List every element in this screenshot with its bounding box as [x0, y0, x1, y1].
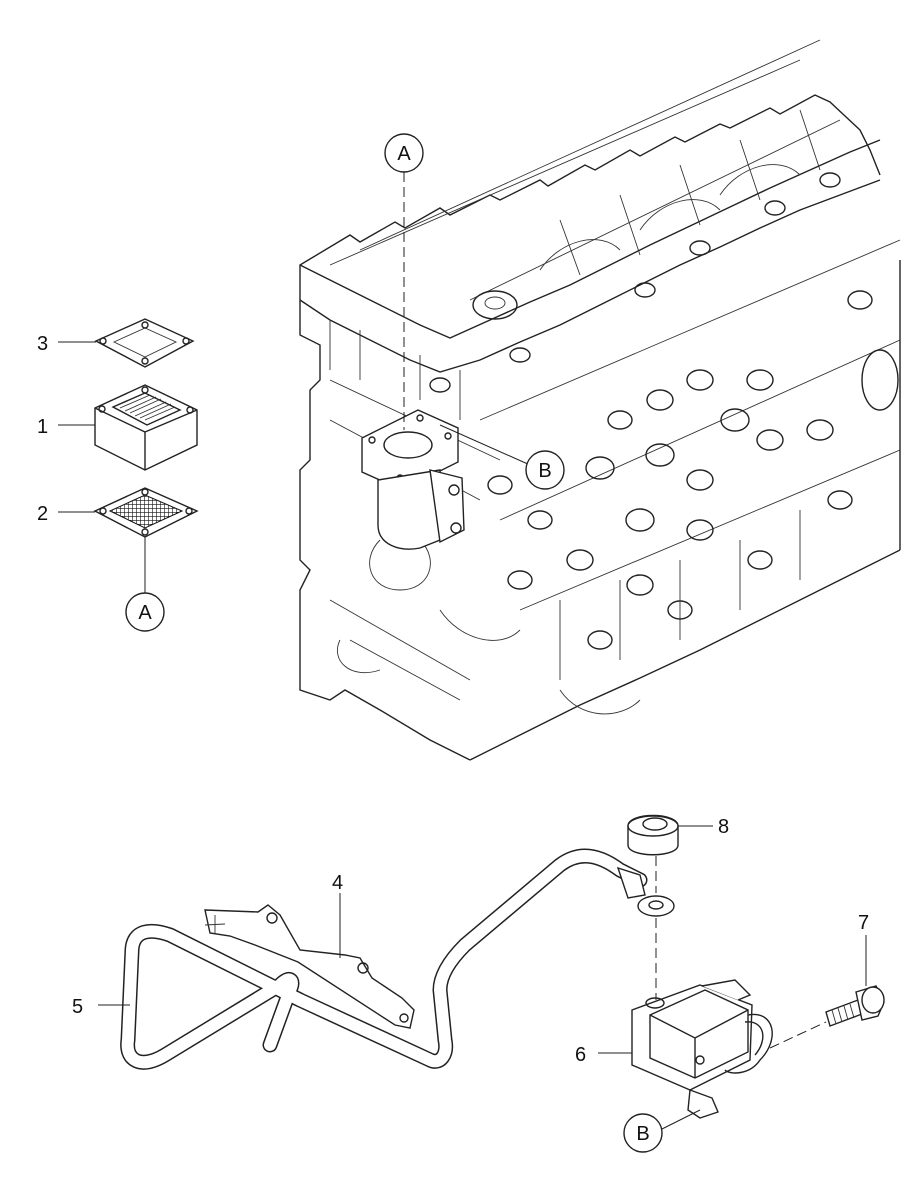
- ref-a-left: A: [125, 592, 165, 632]
- bolt-icon: [825, 985, 885, 1027]
- hose-icon: [120, 848, 648, 1070]
- ref-b-top-label: B: [538, 460, 551, 482]
- callout-7: 7: [858, 912, 869, 934]
- callout-4: 4: [332, 872, 343, 894]
- callout-8: 8: [718, 816, 729, 838]
- valve-body-icon: [631, 979, 773, 1119]
- bolt-dash: [769, 1021, 827, 1049]
- b-bottom-leader: [659, 1109, 701, 1131]
- bracket-icon: [204, 904, 415, 1029]
- ref-b-top: B: [525, 450, 565, 490]
- mesh-screen-icon: [93, 487, 199, 538]
- callout-6: 6: [575, 1044, 586, 1066]
- b-top-leader: [439, 424, 531, 466]
- breather-filter-icon: [94, 384, 198, 471]
- breather-housing: [361, 409, 465, 550]
- callout-5: 5: [72, 996, 83, 1018]
- callout-3: 3: [37, 333, 48, 355]
- ref-a-top: A: [384, 133, 424, 173]
- callout-2: 2: [37, 503, 48, 525]
- ref-b-bottom-label: B: [636, 1123, 649, 1145]
- grommet-icon: [627, 814, 679, 856]
- ref-a-top-label: A: [397, 143, 411, 165]
- engine-block-icon: [299, 39, 901, 761]
- callout-1: 1: [37, 416, 48, 438]
- ref-a-left-label: A: [138, 602, 152, 624]
- gasket-icon: [94, 318, 195, 368]
- ref-b-bottom: B: [623, 1113, 663, 1153]
- washer: [637, 895, 675, 917]
